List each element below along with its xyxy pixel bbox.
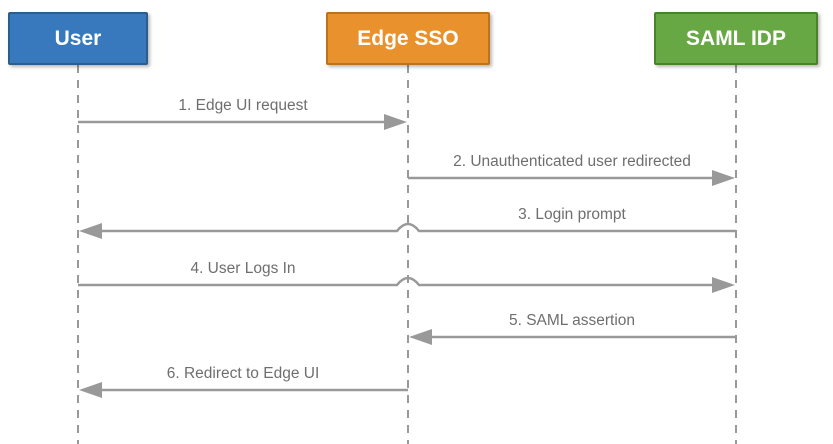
actor-label-user: User — [54, 26, 102, 50]
message-arrowhead-3 — [79, 223, 102, 239]
message-arrowhead-6 — [79, 382, 102, 398]
message-arrowhead-4 — [712, 277, 735, 293]
message-line-3 — [98, 222, 736, 233]
message-arrowhead-1 — [384, 114, 407, 130]
actor-box-saml-idp: SAML IDP — [654, 12, 818, 65]
message-arrowhead-5 — [409, 329, 432, 345]
message-label-3: 3. Login prompt — [518, 206, 626, 223]
message-label-2: 2. Unauthenticated user redirected — [453, 153, 691, 170]
message-line-4 — [78, 276, 716, 287]
message-label-4: 4. User Logs In — [190, 260, 296, 277]
actor-box-edge-sso: Edge SSO — [326, 12, 490, 65]
message-arrowhead-2 — [712, 170, 735, 186]
actor-box-user: User — [8, 12, 148, 65]
actor-label-edge-sso: Edge SSO — [357, 26, 459, 50]
actor-label-saml-idp: SAML IDP — [686, 26, 786, 50]
message-label-6: 6. Redirect to Edge UI — [166, 365, 320, 382]
message-label-5: 5. SAML assertion — [508, 312, 636, 329]
message-label-1: 1. Edge UI request — [178, 97, 308, 114]
